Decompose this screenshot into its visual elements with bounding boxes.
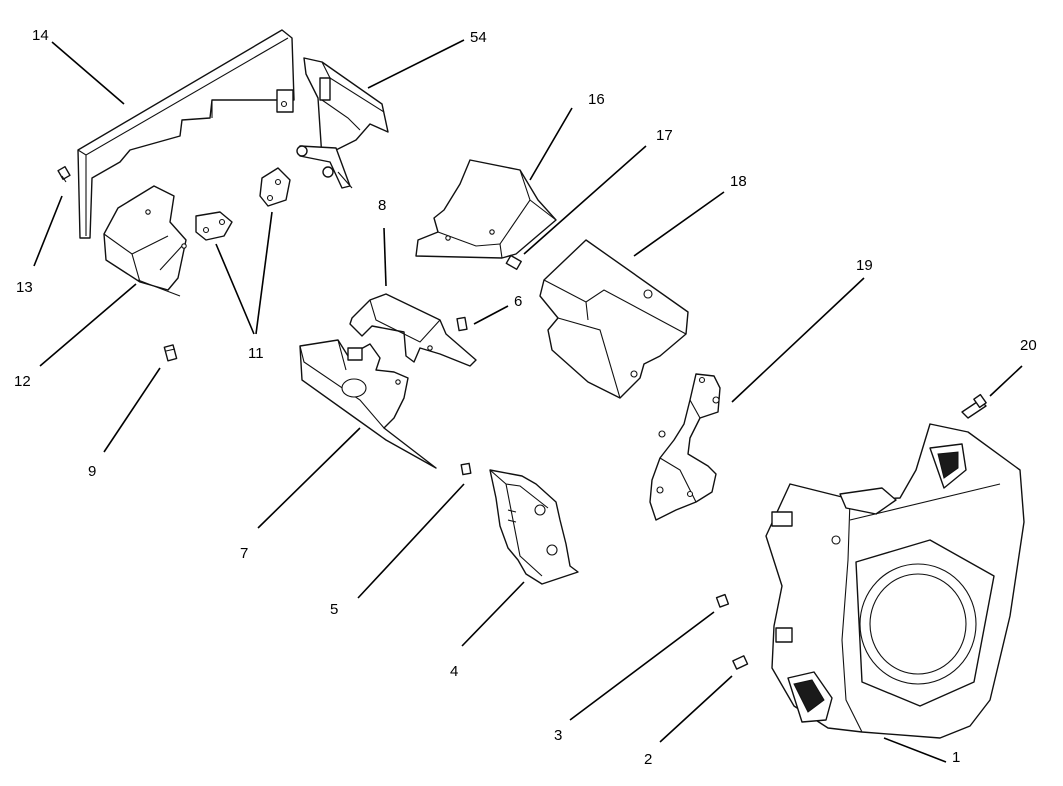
- leader-4: [461, 581, 525, 647]
- part-17-screw: [505, 254, 522, 271]
- part-54-bracket: [296, 57, 389, 189]
- part-3-screw: [715, 593, 730, 608]
- part-9-screw: [163, 344, 178, 362]
- callout-18: 18: [730, 173, 747, 190]
- leader-6: [473, 305, 509, 325]
- part-14-upper-baffle: [77, 29, 295, 239]
- part-11-plate-a: [195, 211, 233, 241]
- callout-13: 13: [16, 279, 33, 296]
- part-12-bracket: [103, 185, 187, 297]
- leader-8: [383, 227, 387, 287]
- leader-18: [633, 191, 725, 257]
- leader-11a: [215, 243, 255, 335]
- leader-12: [39, 283, 137, 367]
- part-13-screw: [57, 165, 71, 183]
- leader-14: [51, 41, 125, 105]
- callout-4: 4: [450, 663, 458, 680]
- leader-3: [569, 611, 715, 721]
- part-2-screw: [732, 655, 749, 670]
- leader-16: [529, 107, 573, 181]
- leader-20: [989, 365, 1023, 397]
- callout-1: 1: [952, 749, 960, 766]
- leader-13: [33, 195, 63, 267]
- callout-11: 11: [248, 345, 264, 362]
- part-8-bracket: [349, 293, 477, 367]
- leader-17: [523, 145, 647, 255]
- leader-9: [103, 367, 161, 453]
- part-5-screw: [460, 462, 472, 476]
- part-6-screw: [456, 316, 468, 332]
- callout-7: 7: [240, 545, 248, 562]
- leader-11b: [255, 211, 273, 335]
- leader-lines: [33, 39, 1023, 763]
- callout-8: 8: [378, 197, 386, 214]
- callout-2: 2: [644, 751, 652, 768]
- part-20-bolt: [961, 393, 987, 419]
- leader-2: [659, 675, 733, 743]
- callout-14: 14: [32, 27, 49, 44]
- leader-5: [357, 483, 465, 599]
- callout-54: 54: [470, 29, 487, 46]
- callout-3: 3: [554, 727, 562, 744]
- leader-54: [367, 39, 465, 89]
- callout-6: 6: [514, 293, 522, 310]
- part-16-shroud: [415, 159, 557, 259]
- callout-9: 9: [88, 463, 96, 480]
- callout-17: 17: [656, 127, 673, 144]
- callout-5: 5: [330, 601, 338, 618]
- part-4-side-plate: [489, 469, 579, 585]
- callout-12: 12: [14, 373, 31, 390]
- callout-16: 16: [588, 91, 605, 108]
- part-11-plate-b: [259, 167, 291, 207]
- part-19-side-plate: [649, 373, 721, 521]
- part-18-shroud: [539, 239, 689, 399]
- callout-20: 20: [1020, 337, 1037, 354]
- leader-7: [257, 427, 361, 529]
- part-7-baffle: [299, 339, 437, 469]
- part-1-blower-housing: [765, 423, 1025, 739]
- leader-1: [883, 737, 947, 763]
- callout-19: 19: [856, 257, 873, 274]
- callout-labels: 14 54 16 17 18 13 8 6 19 12 11 20 9 7 5 …: [14, 27, 1037, 768]
- leader-19: [731, 277, 865, 403]
